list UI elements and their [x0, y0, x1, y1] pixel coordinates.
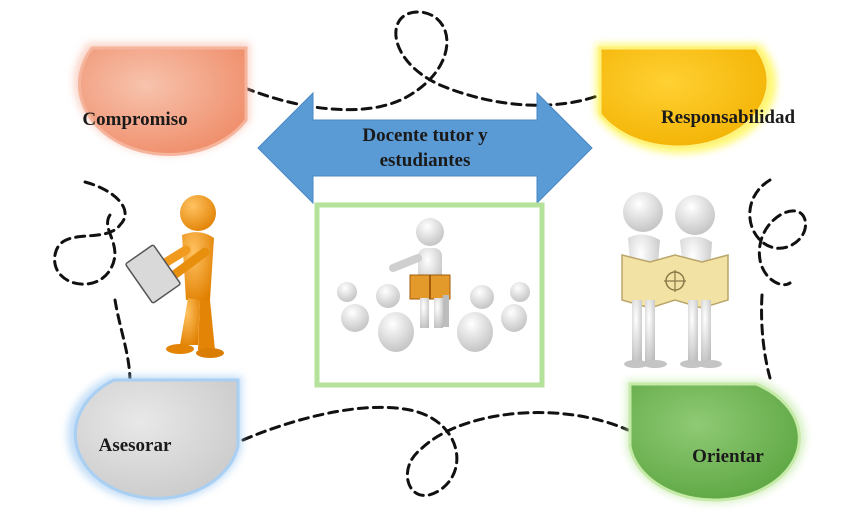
teacher-students-image — [314, 202, 545, 388]
dashed-connectors — [53, 10, 807, 497]
center-label-line2: estudiantes — [379, 150, 471, 171]
center-double-arrow — [257, 91, 593, 205]
figures-with-map-icon — [621, 192, 729, 368]
student-figures — [337, 282, 530, 352]
connector-top — [243, 10, 602, 112]
connector-bottom — [241, 405, 630, 497]
responsabilidad-shape — [598, 46, 770, 149]
connector-right — [748, 178, 807, 380]
compromiso-shape — [77, 46, 248, 157]
node-compromiso — [73, 43, 250, 157]
connector-left — [53, 180, 132, 384]
orange-person-clipboard-icon — [125, 195, 224, 358]
orientar-shape — [628, 382, 801, 502]
teacher-figure — [389, 218, 451, 328]
node-asesorar — [67, 376, 242, 503]
node-responsabilidad — [596, 44, 777, 154]
label-responsabilidad: Responsabilidad — [660, 107, 796, 128]
asesorar-shape — [73, 378, 240, 500]
label-orientar: Orientar — [692, 446, 764, 467]
center-label-line1: Docente tutor y — [362, 125, 488, 146]
node-orientar — [626, 380, 806, 504]
label-asesorar: Asesorar — [98, 435, 172, 456]
center-label: Docente tutor y estudiantes — [325, 123, 525, 173]
label-compromiso: Compromiso — [82, 109, 188, 130]
